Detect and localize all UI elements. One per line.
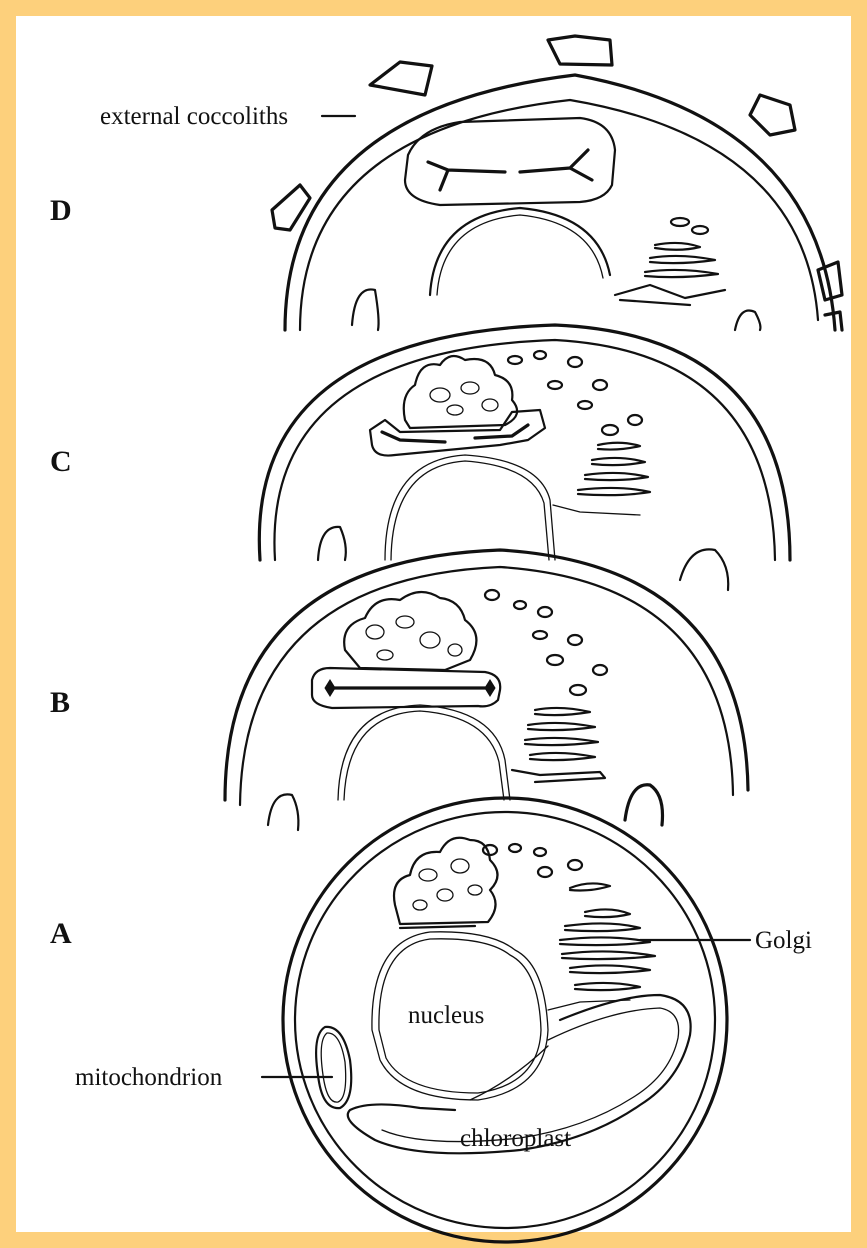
- stage-b-vesicle: [533, 631, 547, 639]
- stage-letter-a: A: [50, 917, 72, 950]
- stage-c-organelle: [680, 549, 728, 590]
- external-coccolith: [370, 62, 432, 95]
- stage-b-reticular-body: [344, 592, 476, 670]
- stage-d-mitochondrion: [352, 289, 379, 330]
- stage-d-golgi: [645, 218, 718, 277]
- golgi-label: Golgi: [755, 927, 812, 954]
- stage-b-mitochondrion: [268, 794, 298, 830]
- stage-b-vesicle: [547, 655, 563, 665]
- chloroplast-label: chloroplast: [460, 1125, 571, 1152]
- stage-c-vesicle: [593, 380, 607, 390]
- stage-b-outer-wall: [225, 550, 748, 800]
- stage-b-vesicle: [485, 590, 499, 600]
- stage-c-vesicle: [568, 357, 582, 367]
- stage-letter-c: C: [50, 445, 72, 478]
- stage-c-cell: [259, 325, 790, 590]
- stage-c-vesicle: [602, 425, 618, 435]
- external-coccolith: [548, 36, 612, 65]
- stage-c-reticular-body: [404, 356, 517, 428]
- stage-d-nucleus-envelope: [430, 208, 610, 295]
- stage-a-vesicle: [483, 845, 497, 855]
- stage-b-coccolith-node: [325, 680, 335, 696]
- external-coccoliths-label: external coccoliths: [100, 103, 288, 130]
- stage-c-vesicle: [578, 401, 592, 409]
- stage-b-nucleus-envelope-inner: [344, 711, 504, 800]
- stage-letter-b: B: [50, 686, 70, 719]
- stage-a-cell: [283, 798, 727, 1242]
- stage-c-outer-wall: [259, 325, 790, 560]
- stage-d-organelle: [735, 310, 760, 330]
- stage-a-golgi: [560, 909, 655, 990]
- stage-b-organelle: [625, 785, 663, 825]
- stage-b-cell: [225, 550, 748, 830]
- external-coccolith: [272, 185, 310, 230]
- stage-c-golgi: [578, 443, 650, 495]
- stage-b-vesicle: [568, 635, 582, 645]
- stage-a-outer-wall: [283, 798, 727, 1242]
- stage-a-coccolith-baseplate: [400, 926, 475, 928]
- stage-b-er: [512, 770, 605, 782]
- stage-a-vesicle: [534, 848, 546, 856]
- stage-c-vesicle: [534, 351, 546, 359]
- stage-d-coccolith: [428, 150, 592, 190]
- stage-letter-d: D: [50, 194, 72, 227]
- stage-a-vesicle: [509, 844, 521, 852]
- stage-d-inner-wall: [300, 100, 818, 330]
- stage-b-vesicle: [593, 665, 607, 675]
- nucleus-label: nucleus: [408, 1002, 484, 1029]
- stage-c-vesicle: [508, 356, 522, 364]
- stage-c-vesicle: [628, 415, 642, 425]
- stage-b-nucleus-envelope: [338, 705, 510, 800]
- stage-c-vesicle: [548, 381, 562, 389]
- external-coccolith: [750, 95, 795, 135]
- stage-c-er: [553, 505, 640, 515]
- stage-c-nucleus-envelope: [385, 455, 555, 560]
- stage-b-coccolith-node: [485, 680, 495, 696]
- stage-d-er: [615, 285, 725, 305]
- mitochondrion-label: mitochondrion: [75, 1064, 223, 1091]
- stage-c-nucleus-envelope-inner: [391, 461, 549, 560]
- stage-d-cell: [272, 36, 842, 330]
- stage-b-golgi: [525, 708, 598, 760]
- stage-a-mitochondrion-inner: [321, 1033, 345, 1102]
- stage-b-vesicle: [514, 601, 526, 609]
- stage-a-vesicle: [570, 883, 610, 890]
- stage-b-vesicle: [538, 607, 552, 617]
- stage-a-vesicle: [538, 867, 552, 877]
- stage-b-vesicle: [570, 685, 586, 695]
- stage-a-vesicle: [568, 860, 582, 870]
- stage-c-mitochondrion: [318, 527, 346, 560]
- stage-a-inner-wall: [295, 812, 715, 1228]
